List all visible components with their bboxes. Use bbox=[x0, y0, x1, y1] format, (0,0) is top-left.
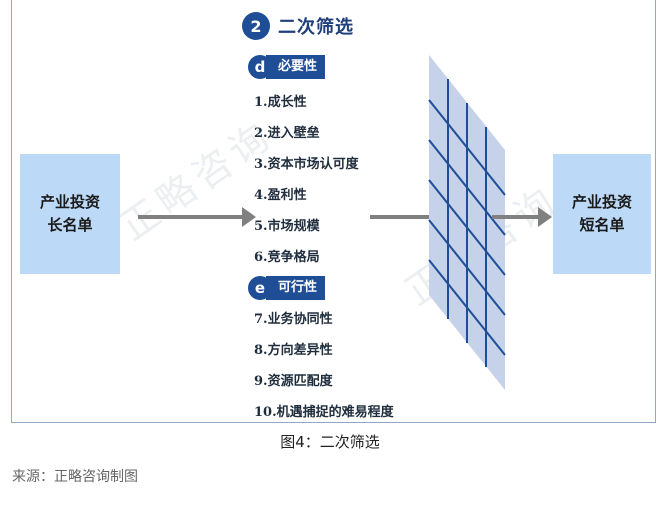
short-list-line2: 短名单 bbox=[579, 216, 625, 234]
diagram-frame: 正略咨询 正略咨询 产业投资 长名单 2 二次筛选 d 必要性 1.成长性 2.… bbox=[11, 0, 656, 423]
criterion-item: 3.资本市场认可度 bbox=[254, 157, 359, 172]
tag-necessity: d 必要性 bbox=[248, 55, 326, 79]
long-list-line1: 产业投资 bbox=[39, 193, 100, 211]
short-list-box: 产业投资 短名单 bbox=[553, 154, 651, 274]
criterion-item: 7.业务协同性 bbox=[254, 312, 333, 327]
criterion-item: 2.进入壁垒 bbox=[254, 126, 320, 141]
source-note: 来源：正略咨询制图 bbox=[12, 469, 138, 485]
criterion-item: 4.盈利性 bbox=[254, 188, 307, 203]
figure-caption: 图4：二次筛选 bbox=[280, 433, 380, 451]
criterion-item: 9.资源匹配度 bbox=[254, 374, 333, 389]
filter-grid-icon bbox=[428, 55, 506, 390]
tag-label-feasibility: 可行性 bbox=[266, 276, 326, 300]
criterion-item: 10.机遇捕捉的难易程度 bbox=[254, 405, 394, 420]
long-list-box: 产业投资 长名单 bbox=[20, 154, 120, 274]
section-title: 二次筛选 bbox=[278, 17, 354, 38]
tag-letter-d: d bbox=[248, 55, 272, 79]
tag-letter-e: e bbox=[248, 276, 272, 300]
arrow-to-criteria bbox=[138, 207, 256, 227]
tag-label-necessity: 必要性 bbox=[266, 55, 326, 79]
section-number: 2 bbox=[242, 12, 270, 40]
criterion-item: 5.市场规模 bbox=[254, 219, 320, 234]
long-list-line2: 长名单 bbox=[47, 216, 93, 234]
section-header: 2 二次筛选 bbox=[242, 12, 354, 40]
tag-feasibility: e 可行性 bbox=[248, 276, 326, 300]
arrow-into-filter bbox=[370, 207, 444, 227]
criterion-item: 1.成长性 bbox=[254, 95, 307, 110]
criterion-item: 8.方向差异性 bbox=[254, 343, 333, 358]
short-list-line1: 产业投资 bbox=[571, 193, 632, 211]
criterion-item: 6.竞争格局 bbox=[254, 250, 320, 265]
arrow-to-short-list bbox=[492, 207, 552, 227]
